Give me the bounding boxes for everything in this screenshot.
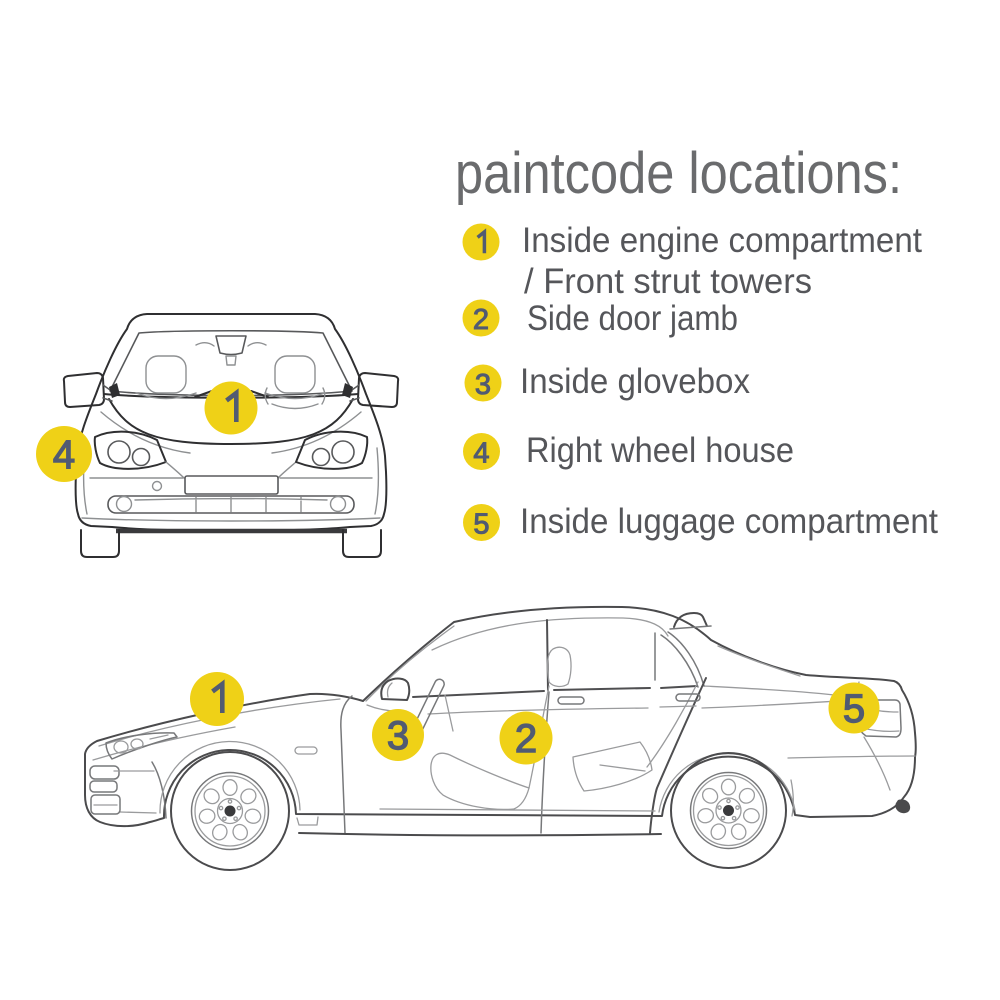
svg-text:4: 4 [53, 433, 75, 477]
svg-text:2: 2 [515, 717, 537, 761]
svg-text:/ Front strut towers: / Front strut towers [524, 262, 812, 301]
svg-text:3: 3 [475, 369, 491, 401]
svg-text:Side door jamb: Side door jamb [527, 299, 738, 338]
svg-text:2: 2 [473, 304, 489, 336]
svg-text:Inside engine compartment: Inside engine compartment [522, 221, 922, 260]
svg-text:5: 5 [473, 509, 489, 541]
svg-text:4: 4 [473, 438, 489, 470]
svg-text:Inside glovebox: Inside glovebox [520, 362, 750, 401]
svg-text:Right wheel house: Right wheel house [526, 431, 794, 470]
svg-text:Inside luggage compartment: Inside luggage compartment [520, 502, 938, 541]
svg-text:paintcode locations:: paintcode locations: [455, 141, 902, 206]
svg-text:5: 5 [843, 687, 865, 731]
svg-text:3: 3 [387, 714, 409, 758]
